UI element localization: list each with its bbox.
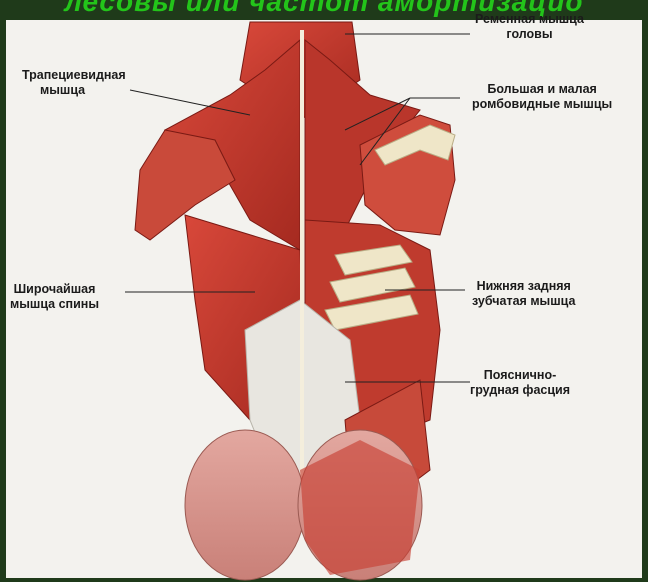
label-serratus: Нижняя задняя зубчатая мышца: [472, 279, 575, 309]
gluteus-left: [185, 430, 305, 580]
label-trapezius: Трапециевидная мышца: [22, 68, 126, 98]
label-fascia: Пояснично- грудная фасция: [470, 368, 570, 398]
label-latissimus: Широчайшая мышца спины: [10, 282, 99, 312]
label-rhomboid: Большая и малая ромбовидные мышцы: [472, 82, 612, 112]
label-splenius: Ременная мышца головы: [475, 12, 584, 42]
